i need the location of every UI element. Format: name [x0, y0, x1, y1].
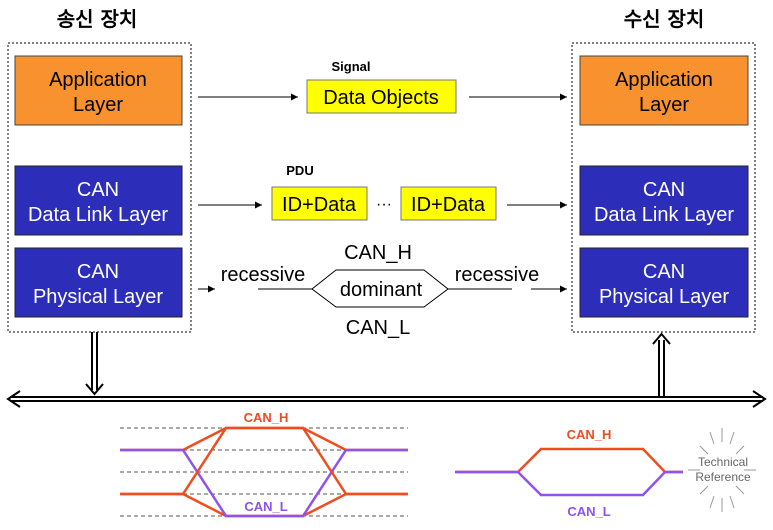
receiver-application-layer: Application Layer [579, 55, 749, 126]
pdu-label: PDU [286, 163, 313, 178]
sender-bus-connection [85, 332, 104, 396]
data-objects-box: Data Objects [306, 79, 457, 114]
left-can-h-wave [120, 426, 408, 452]
right-can-h-wave [455, 447, 683, 474]
starburst-icon [688, 428, 756, 512]
left-can-h-label: CAN_H [244, 410, 289, 425]
waveform-left: CAN_H CAN_L [120, 410, 408, 518]
receiver-physical-layer: CAN Physical Layer [579, 247, 749, 318]
receiver-dll-line2: Data Link Layer [594, 204, 734, 226]
can-bus-line [6, 390, 767, 408]
right-can-l-label: CAN_L [567, 504, 610, 519]
frame-left-box: ID+Data [271, 186, 368, 221]
badge-line2: Reference [695, 470, 751, 484]
frame-ellipsis: ··· [376, 196, 392, 213]
sender-data-link-layer: CAN Data Link Layer [14, 165, 183, 236]
frame-right-box: ID+Data [400, 186, 497, 221]
right-can-h-label: CAN_H [567, 427, 612, 442]
waveform-right: CAN_H CAN_L [455, 427, 683, 519]
receiver-app-line2: Layer [639, 94, 689, 116]
receiver-phy-line1: CAN [643, 261, 685, 283]
sender-physical-layer: CAN Physical Layer [14, 247, 183, 318]
receiver-app-line1: Application [615, 69, 713, 91]
sender-app-line2: Layer [73, 94, 123, 116]
left-can-l-wave [120, 448, 408, 518]
left-can-h-wave-cross [120, 426, 408, 496]
left-can-l-label: CAN_L [244, 499, 287, 514]
data-objects-label: Data Objects [323, 87, 439, 109]
recessive-left-label: recessive [221, 264, 305, 286]
technical-reference-badge: Technical Reference [688, 428, 756, 512]
receiver-data-link-layer: CAN Data Link Layer [579, 165, 749, 236]
sender-application-layer: Application Layer [14, 55, 183, 126]
sender-title: 송신 장치 [57, 7, 138, 31]
recessive-right-label: recessive [455, 264, 539, 286]
dominant-label: dominant [340, 279, 423, 301]
sender-dll-line1: CAN [77, 179, 119, 201]
sender-dll-line2: Data Link Layer [28, 204, 168, 226]
phy-can-l-label: CAN_L [346, 317, 410, 339]
receiver-title: 수신 장치 [624, 7, 705, 31]
right-can-l-wave [455, 470, 683, 497]
frame-right-label: ID+Data [411, 194, 486, 216]
sender-phy-line1: CAN [77, 261, 119, 283]
receiver-bus-connection [652, 332, 671, 396]
signal-label: Signal [331, 59, 370, 74]
phy-can-h-label: CAN_H [344, 242, 412, 264]
badge-line1: Technical [698, 455, 748, 469]
receiver-phy-line2: Physical Layer [599, 286, 729, 308]
sender-phy-line2: Physical Layer [33, 286, 163, 308]
frame-left-label: ID+Data [282, 194, 357, 216]
receiver-dll-line1: CAN [643, 179, 685, 201]
sender-app-line1: Application [49, 69, 147, 91]
